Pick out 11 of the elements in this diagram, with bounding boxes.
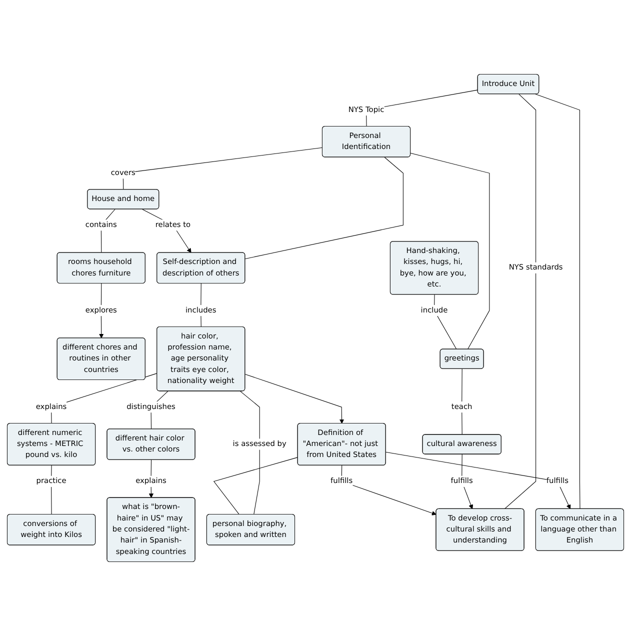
arrow	[244, 373, 344, 424]
connector	[122, 146, 323, 190]
connector	[240, 390, 260, 514]
connector	[244, 156, 404, 259]
arrow	[341, 464, 436, 515]
arrow	[142, 208, 192, 252]
connector	[535, 93, 580, 509]
arrow	[462, 454, 474, 509]
connector	[213, 456, 298, 514]
arrow	[386, 451, 571, 509]
connector	[504, 93, 536, 509]
